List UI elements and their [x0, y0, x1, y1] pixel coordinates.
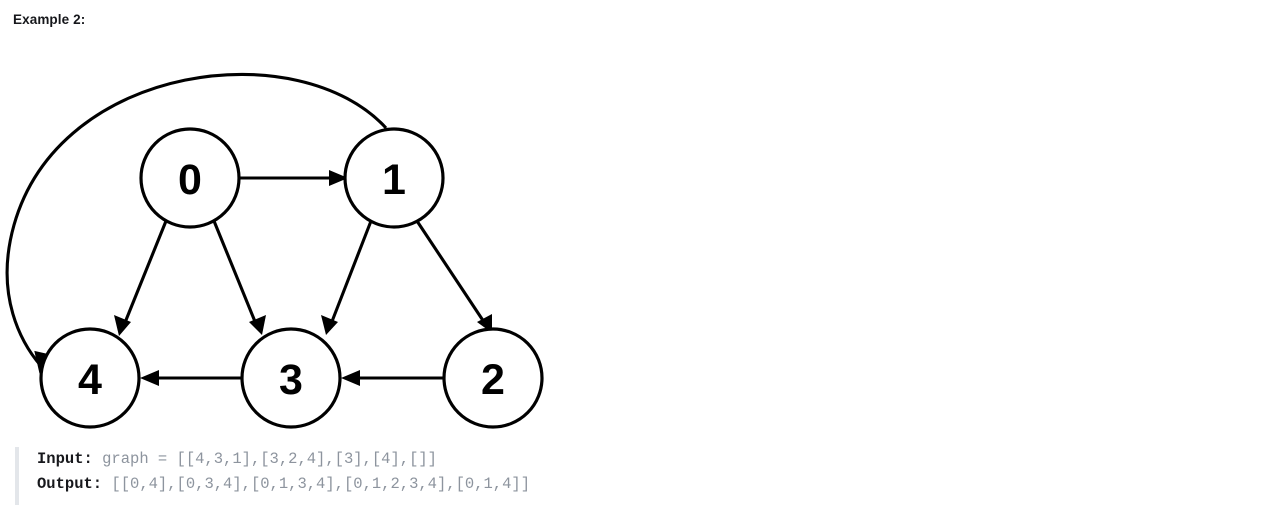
edge-0-to-3-arrowhead	[249, 315, 266, 335]
edge-3-to-4	[140, 370, 241, 386]
graph-node-4[interactable]: 4	[39, 327, 141, 429]
node-2-circle[interactable]	[442, 327, 544, 429]
graph-node-3[interactable]: 3	[240, 327, 342, 429]
input-value: graph = [[4,3,1],[3,2,4],[3],[4],[]]	[92, 450, 437, 468]
edge-0-to-1-arrowhead	[329, 170, 348, 186]
output-label: Output:	[37, 475, 103, 493]
node-4-circle[interactable]	[39, 327, 141, 429]
example-title: Example 2:	[13, 12, 86, 27]
graph-node-0[interactable]: 0	[139, 127, 241, 229]
node-2-label: 2	[481, 356, 505, 404]
node-0-label: 0	[178, 156, 202, 204]
edge-0-to-3	[212, 220, 266, 335]
edge-0-to-3-line	[212, 220, 258, 325]
directed-graph-figure: 0 1 2 3 4	[0, 34, 600, 434]
edge-1-to-2-line	[415, 220, 486, 323]
example-code-block: Input: graph = [[4,3,1],[3,2,4],[3],[4],…	[15, 447, 530, 505]
edge-1-to-3-arrowhead	[321, 315, 338, 335]
graph-node-1[interactable]: 1	[343, 127, 445, 229]
input-label: Input:	[37, 450, 93, 468]
node-4-label: 4	[78, 356, 102, 404]
edge-1-to-2	[415, 220, 492, 333]
edge-2-to-3-arrowhead	[341, 370, 360, 386]
edge-2-to-3	[341, 370, 443, 386]
node-1-label: 1	[382, 156, 406, 204]
input-line: Input: graph = [[4,3,1],[3,2,4],[3],[4],…	[37, 447, 530, 472]
graph-canvas: 0 1 2 3 4	[5, 72, 544, 429]
node-0-circle[interactable]	[139, 127, 241, 229]
node-1-circle[interactable]	[343, 127, 445, 229]
edge-1-to-3	[321, 220, 373, 335]
edge-0-to-4	[114, 220, 168, 336]
edge-0-to-4-line	[122, 220, 168, 326]
output-value: [[0,4],[0,3,4],[0,1,3,4],[0,1,2,3,4],[0,…	[102, 475, 530, 493]
edge-1-to-4-path	[5, 72, 388, 368]
node-3-label: 3	[279, 356, 303, 404]
graph-node-2[interactable]: 2	[442, 327, 544, 429]
output-line: Output: [[0,4],[0,3,4],[0,1,3,4],[0,1,2,…	[37, 472, 530, 497]
node-3-circle[interactable]	[240, 327, 342, 429]
edge-1-to-3-line	[329, 220, 373, 325]
edge-0-to-1	[240, 170, 348, 186]
edge-3-to-4-arrowhead	[140, 370, 159, 386]
edge-0-to-4-arrowhead	[114, 315, 131, 336]
